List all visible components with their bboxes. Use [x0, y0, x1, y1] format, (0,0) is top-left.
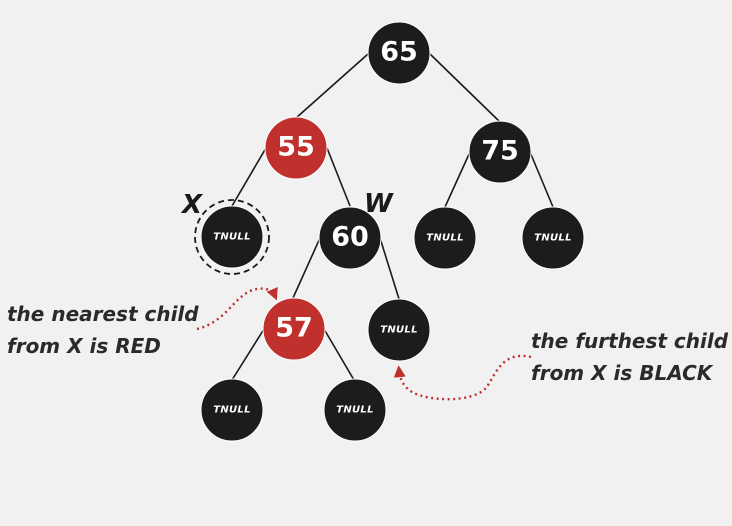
node-circle [200, 205, 264, 269]
tree-edges [231, 53, 554, 381]
node-circle [367, 21, 431, 85]
node-circle [323, 378, 387, 442]
edge-55-x [231, 147, 267, 207]
node-57-left-tnull: TNULL [200, 378, 264, 442]
nearest-child-arrow [196, 287, 278, 331]
edge-75-tnull-left [444, 151, 471, 208]
node-60-right-tnull: TNULL [367, 298, 431, 362]
node-circle [200, 378, 264, 442]
x-highlight-ring [194, 199, 270, 275]
nearest-child-annotation: the nearest child from X is RED [7, 298, 199, 362]
edge-57-tnull-right [323, 328, 355, 381]
node-55: 55 [264, 116, 328, 180]
node-circle [367, 298, 431, 362]
node-label: TNULL [380, 325, 418, 336]
node-x-tnull: TNULL [200, 205, 264, 269]
node-60: 60 [318, 206, 382, 270]
node-circle [318, 206, 382, 270]
node-label: 57 [275, 313, 313, 344]
w-label: W [364, 189, 394, 219]
edge-60-57 [292, 237, 321, 299]
node-label: 65 [380, 37, 418, 68]
node-75-left-tnull: TNULL [413, 206, 477, 270]
node-label: 55 [277, 132, 315, 163]
node-circle [413, 206, 477, 270]
node-65: 65 [367, 21, 431, 85]
annotation-line: from X is RED [7, 334, 161, 358]
node-circle [521, 206, 585, 270]
node-label: 75 [481, 136, 519, 167]
node-57-right-tnull: TNULL [323, 378, 387, 442]
furthest-child-annotation: the furthest child from X is BLACK [531, 325, 728, 389]
x-label: X [180, 190, 204, 220]
node-label: 60 [331, 222, 369, 253]
edge-65-75 [429, 53, 501, 123]
node-label: TNULL [426, 233, 464, 244]
annotation-line: from X is BLACK [531, 361, 713, 385]
furthest-child-arrow [393, 354, 532, 401]
node-57: 57 [262, 297, 326, 361]
node-circle [262, 297, 326, 361]
node-label: TNULL [213, 232, 251, 243]
node-circle [468, 120, 532, 184]
edge-75-tnull-right [529, 151, 554, 208]
edge-57-tnull-left [231, 328, 265, 381]
edge-60-tnull [379, 237, 400, 300]
annotation-line: the furthest child [531, 329, 729, 353]
node-label: TNULL [336, 405, 374, 416]
edge-65-55 [295, 53, 369, 119]
annotation-line: the nearest child [7, 302, 199, 326]
node-label: TNULL [213, 405, 251, 416]
node-75: 75 [468, 120, 532, 184]
node-75-right-tnull: TNULL [521, 206, 585, 270]
edge-55-60 [326, 147, 351, 207]
node-label: TNULL [534, 233, 572, 244]
node-circle [264, 116, 328, 180]
